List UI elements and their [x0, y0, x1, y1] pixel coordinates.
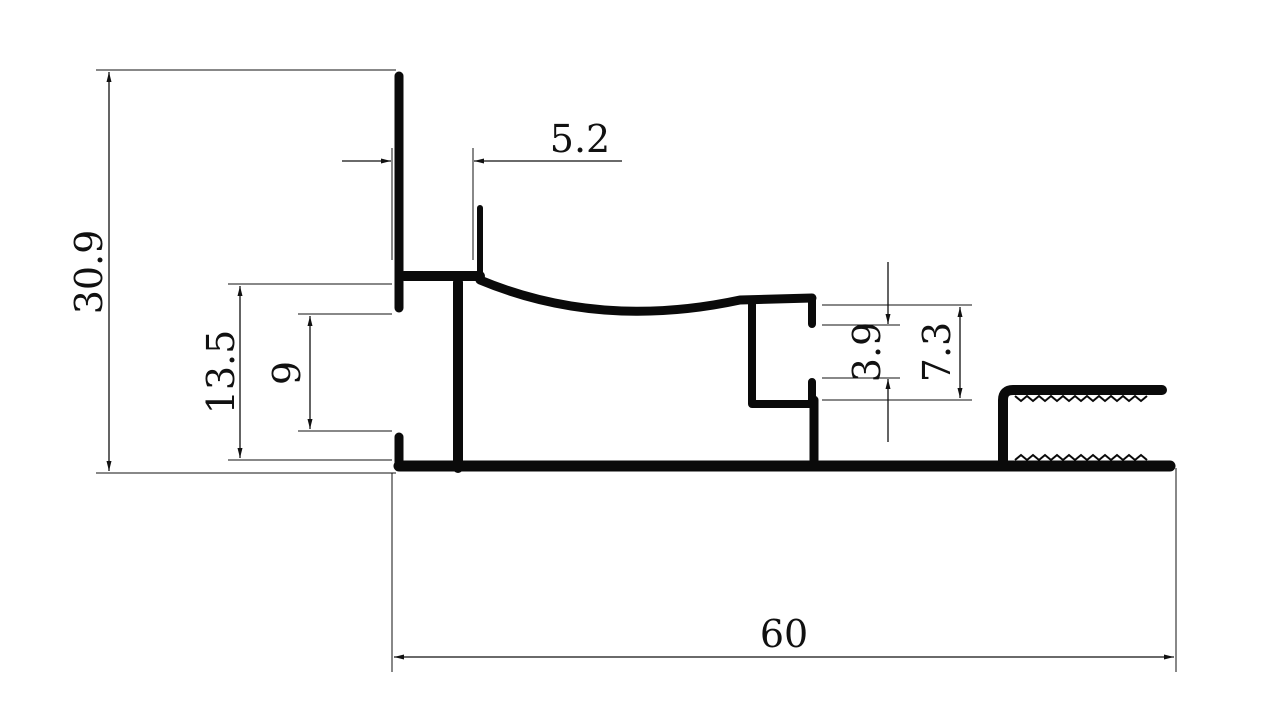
extrusion-profile — [393, 71, 1176, 473]
dimension-labels: 30.9 13.5 9 5.2 3.9 7.3 60 — [67, 117, 959, 656]
label-overall-height: 30.9 — [67, 230, 111, 315]
c-channel — [748, 296, 816, 408]
dimension-lines — [106, 72, 1174, 660]
label-lip-offset: 5.2 — [550, 117, 610, 161]
label-opening-height: 13.5 — [199, 330, 243, 415]
label-inner-opening: 9 — [265, 361, 309, 385]
clip-teeth-lower — [1014, 453, 1148, 462]
label-overall-width: 60 — [760, 612, 808, 656]
clip-teeth-upper — [1014, 394, 1148, 403]
label-channel-height: 7.3 — [915, 322, 959, 382]
label-slot-width: 3.9 — [845, 322, 889, 382]
curved-surface — [475, 275, 817, 316]
right-clip — [998, 385, 1167, 467]
extension-lines — [96, 69, 1177, 672]
